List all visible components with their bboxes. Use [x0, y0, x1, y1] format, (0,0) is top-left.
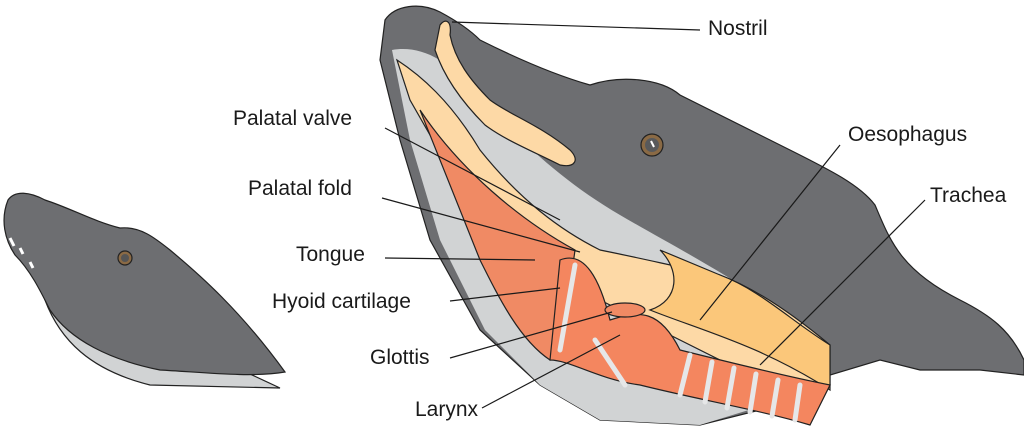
label-larynx: Larynx: [415, 398, 479, 421]
label-hyoid-cartilage: Hyoid cartilage: [272, 290, 411, 313]
label-oesophagus: Oesophagus: [848, 123, 967, 146]
large-head-cross-section: [379, 5, 1024, 426]
label-trachea: Trachea: [930, 184, 1007, 207]
small-head-illustration: [3, 192, 287, 389]
larynx-trachea: [549, 257, 831, 426]
label-tongue: Tongue: [296, 243, 365, 266]
glottis-opening: [604, 302, 646, 318]
label-palatal-valve: Palatal valve: [233, 107, 352, 130]
tracheal-rings: [557, 262, 803, 423]
label-nostril: Nostril: [708, 17, 768, 40]
label-glottis: Glottis: [370, 346, 430, 369]
oesophagus-region: [648, 249, 831, 392]
nasal-passage: [434, 20, 576, 167]
label-palatal-fold: Palatal fold: [248, 177, 352, 200]
leader-lines: [381, 21, 926, 409]
